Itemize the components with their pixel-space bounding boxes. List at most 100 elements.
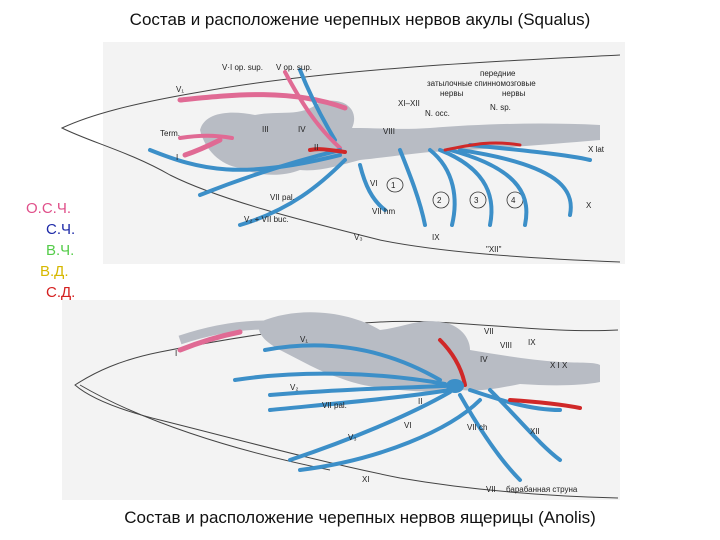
shark-nerve-i xyxy=(182,137,223,158)
lizard-nerve-vii-pal xyxy=(268,388,452,412)
lizard-nerve-v1 xyxy=(263,343,442,382)
shark-label-nerves: нервы xyxy=(440,89,464,98)
shark-label-vop1: V·I op. sup. xyxy=(222,63,263,72)
shark-label-term: Term. xyxy=(160,129,180,138)
lizard-label-vii-ch: VII ch xyxy=(467,423,487,432)
shark-label-vii-hm: VII hm xyxy=(372,207,395,216)
shark-label-x-lat: X lat xyxy=(588,145,605,154)
shark-nerve-v1 xyxy=(177,92,348,111)
lizard-nerve-vii xyxy=(458,393,522,482)
lizard-nerve-ii xyxy=(438,338,467,387)
shark-head-outline xyxy=(60,54,621,263)
title-lizard: Состав и расположение черепных нервов ящ… xyxy=(124,508,596,527)
shark-gill-3 xyxy=(469,191,487,209)
lizard-label-viii: VIII xyxy=(500,341,512,350)
shark-nerves xyxy=(148,68,592,227)
shark-label-vi: VI xyxy=(370,179,378,188)
lizard-nerve-motor xyxy=(508,398,582,410)
lizard-label-v1: V₁ xyxy=(300,335,308,344)
shark-gill-2 xyxy=(432,191,450,209)
lizard-label-iv: IV xyxy=(480,355,488,364)
shark-nerve-v2-a xyxy=(148,148,342,172)
lizard-label-v2: V₂ xyxy=(290,383,298,392)
legend-osc: О.С.Ч. xyxy=(26,200,71,217)
shark-nerve-term xyxy=(178,133,234,140)
lizard-nerve-v3 xyxy=(288,390,452,462)
shark-label-xi-xii: XI–XII xyxy=(398,99,420,108)
shark-label-vop2: V op. sup. xyxy=(276,63,312,72)
shark-label-ii: II xyxy=(314,143,318,152)
legend-sc: С.Ч. xyxy=(46,221,76,238)
legend-sd: С.Д. xyxy=(46,284,76,301)
shark-nerve-v3 xyxy=(238,158,347,227)
shark-label-gill-3: 3 xyxy=(474,196,479,205)
shark-nerve-vii-hm xyxy=(358,163,387,212)
shark-label-anterior: передние xyxy=(480,69,516,78)
shark-label-gill-2: 2 xyxy=(437,196,442,205)
shark-label-i: I xyxy=(176,153,178,162)
shark-label-v2-vii-buc: V₂ + VII buc. xyxy=(244,215,289,224)
lizard-label-xi: XI xyxy=(362,475,370,484)
shark-label-iv: IV xyxy=(298,125,306,134)
shark-nerve-vop2 xyxy=(283,70,342,150)
shark-label-v3: V₃ xyxy=(354,233,363,242)
lizard-label-vi: VI xyxy=(404,421,412,430)
shark-diagram: V₁ V·I op. sup. V op. sup. передние заты… xyxy=(60,54,621,263)
shark-label-gill-1: 1 xyxy=(391,181,396,190)
shark-label-xii-quote: "XII" xyxy=(486,245,502,254)
shark-brain xyxy=(200,100,600,175)
shark-nerve-vop xyxy=(298,68,337,142)
lizard-nerve-xi xyxy=(298,398,482,472)
shark-nerve-x-3 xyxy=(448,148,529,227)
shark-nerve-x-2 xyxy=(438,148,494,227)
shark-label-ix: IX xyxy=(432,233,440,242)
lizard-label-ii: II xyxy=(418,397,422,406)
shark-gill-1 xyxy=(386,177,404,193)
lizard-nerves xyxy=(177,329,582,482)
lizard-label-xii: XII xyxy=(530,427,540,436)
shark-label-iii: III xyxy=(262,125,269,134)
shark-nerve-v2-b xyxy=(198,148,342,197)
shark-label-n-sp: N. sp. xyxy=(490,103,511,112)
lizard-label-vii-bottom: VII xyxy=(486,485,496,494)
lizard-label-i: I xyxy=(175,349,177,358)
shark-nerve-ix xyxy=(398,148,427,227)
shark-label-n-occ: N. occ. xyxy=(425,109,450,118)
shark-labels: V₁ V·I op. sup. V op. sup. передние заты… xyxy=(160,63,605,254)
lizard-nerve-v2-b xyxy=(268,384,447,397)
shark-label-x: X xyxy=(586,201,592,210)
shark-nerve-ii xyxy=(308,147,347,154)
lizard-jaw-outline xyxy=(79,384,331,471)
title-shark: Состав и расположение черепных нервов ак… xyxy=(129,10,591,29)
shark-label-gill-4: 4 xyxy=(511,196,516,205)
lizard-nerve-v2 xyxy=(233,371,447,386)
lizard-brain xyxy=(258,312,600,392)
lizard-label-ix: IX xyxy=(528,338,536,347)
shark-label-occ-spinal: затылочные спинномозговые xyxy=(427,79,536,88)
lizard-nerve-i xyxy=(177,329,243,353)
shark-label-v1: V₁ xyxy=(176,85,184,94)
lizard-nerve-ix xyxy=(468,388,562,412)
shark-label-vii-pal: VII pal. xyxy=(270,193,295,202)
lizard-label-x-xi: X I X xyxy=(550,361,568,370)
lizard-label-vii: VII xyxy=(484,327,494,336)
shark-nerve-x-lat xyxy=(468,143,592,162)
lizard-diagram: V₁ I V₂ VII pal. II V₃ VI XI VII IV VIII… xyxy=(74,312,619,499)
shark-nerve-x-4 xyxy=(458,148,573,217)
lizard-label-chorda: барабанная струна xyxy=(506,485,578,494)
lizard-label-v3: V₃ xyxy=(348,433,357,442)
lizard-label-vii-pal: VII pal. xyxy=(322,401,347,410)
legend-vc: В.Ч. xyxy=(46,242,75,259)
shark-nerve-motor xyxy=(443,141,522,152)
legend-vd: В.Д. xyxy=(40,263,69,280)
shark-nerve-x-1 xyxy=(428,148,457,227)
lizard-ganglion xyxy=(446,379,464,393)
shark-label-viii: VIII xyxy=(383,127,395,136)
lizard-labels: V₁ I V₂ VII pal. II V₃ VI XI VII IV VIII… xyxy=(175,327,578,494)
color-legend: О.С.Ч. С.Ч. В.Ч. В.Д. С.Д. xyxy=(26,198,75,303)
lizard-head-outline xyxy=(74,320,619,499)
lizard-nerve-x xyxy=(488,388,562,462)
lizard-olfactory-tract xyxy=(178,320,266,345)
shark-label-nerves2: нервы xyxy=(502,89,526,98)
